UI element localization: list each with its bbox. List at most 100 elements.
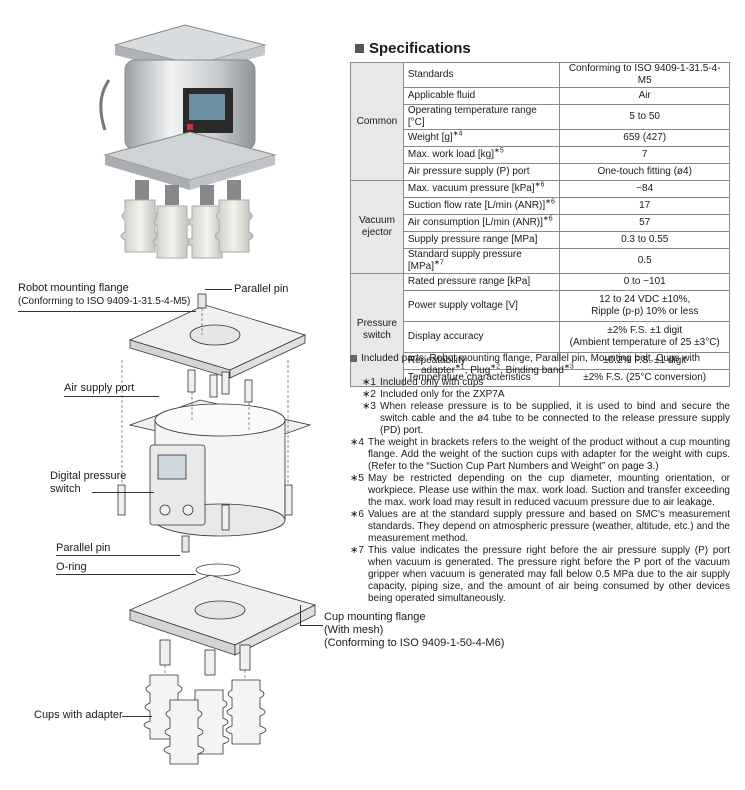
note-item: ∗5 May be restricted depending on the cu… <box>350 473 730 509</box>
callout-cups-with-adapter: Cups with adapter <box>34 709 123 721</box>
callout-parallel-pin-mid: Parallel pin <box>56 542 111 554</box>
spec-item: Standard supply pressure [MPa]∗7 <box>402 248 561 274</box>
table-row: Pressure switch Rated pressure range [kP… <box>350 273 730 387</box>
callout-o-ring: O-ring <box>56 561 87 573</box>
section-square-marker <box>350 355 357 362</box>
note-item: ∗6 Values are at the standard supply pre… <box>350 509 730 545</box>
spec-item: Suction flow rate [L/min (ANR)]∗6 <box>402 197 561 215</box>
included-parts-text: Included parts: Robot mounting flange, P… <box>361 353 730 377</box>
spec-value: ±2% F.S. ±1 digit (Ambient temperature o… <box>559 321 730 353</box>
group-vacuum-line1: Vacuum <box>358 215 395 226</box>
spec-value: 17 <box>559 197 730 215</box>
leader-digital-switch <box>92 492 154 493</box>
table-row: Suction flow rate [L/min (ANR)]∗6 17 <box>351 197 730 215</box>
spec-value-line2: (Ambient temperature of 25 ±3°C) <box>569 337 720 348</box>
footnote-ref: ∗6 <box>534 181 545 189</box>
callout-cup-flange: Cup mounting flange (With mesh) (Conform… <box>324 611 504 650</box>
footnote-ref: ∗2 <box>490 363 501 371</box>
specifications-title-text: Specifications <box>369 40 471 57</box>
group-common: Common <box>350 62 404 181</box>
spec-item: Operating temperature range [°C] <box>402 104 561 130</box>
callout-robot-flange-standard: (Conforming to ISO 9409-1-31.5-4-M5) <box>18 296 191 307</box>
included-plug: , Plug <box>464 365 491 376</box>
footnote-ref: ∗6 <box>545 198 555 206</box>
included-parts-line2: adapter∗1, Plug∗2, Binding band∗3 <box>361 363 730 377</box>
spec-item-text: Max. vacuum pressure [kPa] <box>407 183 535 194</box>
spec-value: Conforming to ISO 9409-1-31.5-4-M5 <box>559 62 730 88</box>
spec-item: Rated pressure range [kPa] <box>402 273 561 291</box>
note-mark: ∗5 <box>350 473 364 484</box>
spec-item: Display accuracy <box>402 321 561 353</box>
callout-digital-switch: Digital pressure switch <box>50 470 126 496</box>
leader-parallel-pin-top <box>205 289 232 290</box>
footnote-ref: ∗6 <box>542 215 553 223</box>
table-row: Display accuracy ±2% F.S. ±1 digit (Ambi… <box>351 321 730 353</box>
spec-value: ±2% F.S. (25°C conversion) <box>559 369 730 387</box>
table-row: Applicable fluid Air <box>351 87 730 105</box>
note-item: ∗2 Included only for the ZXP7A <box>350 389 730 401</box>
callout-robot-flange: Robot mounting flange (Conforming to ISO… <box>18 282 190 308</box>
included-binding-band: , Binding band <box>500 365 564 376</box>
note-text: May be restricted depending on the cup d… <box>368 473 730 508</box>
product-photo <box>99 24 277 259</box>
footnote-ref: ∗7 <box>433 259 444 267</box>
table-row: Repeatability ±0.2% F.S. ±1 digit <box>351 352 730 370</box>
table-row: Weight [g]∗4 659 (427) <box>351 129 730 147</box>
table-row: Air pressure supply (P) port One-touch f… <box>351 163 730 181</box>
table-row: Vacuum ejector Max. vacuum pressure [kPa… <box>350 180 730 274</box>
spec-value: 659 (427) <box>559 129 730 147</box>
section-square-marker <box>355 44 364 53</box>
spec-value-line2: Ripple (p-p) 10% or less <box>591 306 699 317</box>
spec-item: Air consumption [L/min (ANR)]∗6 <box>402 214 561 232</box>
leader-o-ring <box>56 574 196 575</box>
table-row: Max. work load [kg]∗5 7 <box>351 146 730 164</box>
note-mark: ∗2 <box>362 389 376 400</box>
spec-item: Weight [g]∗4 <box>402 129 561 147</box>
note-item: ∗4 The weight in brackets refers to the … <box>350 437 730 473</box>
table-row: Supply pressure range [MPa] 0.3 to 0.55 <box>351 231 730 249</box>
callout-robot-flange-label: Robot mounting flange <box>18 282 129 294</box>
spec-item: Applicable fluid <box>402 87 561 105</box>
included-adapter: adapter <box>421 365 455 376</box>
spec-value: One-touch fitting (ø4) <box>559 163 730 181</box>
spec-item: Max. vacuum pressure [kPa]∗6 <box>402 180 561 198</box>
spec-item: Air pressure supply (P) port <box>402 163 561 181</box>
spec-item: Power supply voltage [V] <box>402 290 561 322</box>
group-pressure-switch: Pressure switch <box>350 273 404 387</box>
note-item: ∗3 When release pressure is to be suppli… <box>350 401 730 437</box>
spec-item-text: Air consumption [L/min (ANR)] <box>407 217 543 228</box>
exploded-view-drawing <box>117 293 317 765</box>
spec-value: −84 <box>559 180 730 198</box>
note-mark: ∗4 <box>350 437 364 448</box>
note-text: When release pressure is to be supplied,… <box>380 401 730 436</box>
note-mark: ∗6 <box>350 509 364 520</box>
spec-item-text: Max. work load [kg] <box>407 149 495 160</box>
callout-digital-switch-line1: Digital pressure <box>50 470 127 482</box>
spec-item: Max. work load [kg]∗5 <box>402 146 561 164</box>
group-pressure-line1: Pressure <box>356 318 397 329</box>
group-pressure-line2: switch <box>363 330 391 341</box>
note-text: Values are at the standard supply pressu… <box>368 509 730 544</box>
spec-value: 7 <box>559 146 730 164</box>
table-row: Operating temperature range [°C] 5 to 50 <box>351 104 730 130</box>
callout-cup-flange-line1: Cup mounting flange <box>324 611 426 623</box>
spec-item-text: Suction flow rate [L/min (ANR)] <box>407 200 546 211</box>
leader-air-supply-port <box>64 396 159 397</box>
footnote-ref: ∗1 <box>454 363 465 371</box>
spec-value: Air <box>559 87 730 105</box>
spec-value: 0 to −101 <box>559 273 730 291</box>
spec-value: 0.3 to 0.55 <box>559 231 730 249</box>
note-text: Included only with cups <box>380 377 484 388</box>
table-row: Standard supply pressure [MPa]∗7 0.5 <box>351 248 730 274</box>
note-text: This value indicates the pressure right … <box>368 545 730 604</box>
spec-value-line1: 12 to 24 VDC ±10%, <box>599 294 691 305</box>
footnote-ref: ∗4 <box>452 130 463 138</box>
table-row: Temperature characteristics ±2% F.S. (25… <box>351 369 730 387</box>
table-row: Air consumption [L/min (ANR)]∗6 57 <box>351 214 730 232</box>
spec-value-line1: ±2% F.S. ±1 digit <box>607 325 683 336</box>
note-mark: ∗3 <box>362 401 376 412</box>
callout-cup-flange-line2: (With mesh) <box>324 624 384 636</box>
callout-parallel-pin-top: Parallel pin <box>234 283 289 295</box>
spec-value: 57 <box>559 214 730 232</box>
included-parts-line1: Included parts: Robot mounting flange, P… <box>361 353 701 364</box>
